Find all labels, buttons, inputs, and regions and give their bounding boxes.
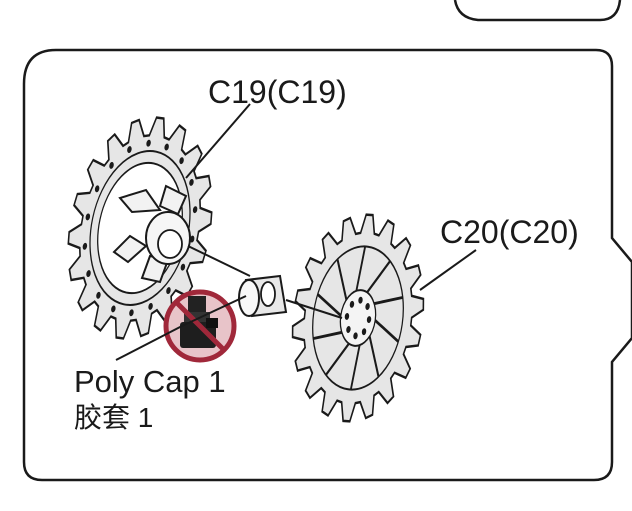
c19-bolt bbox=[85, 213, 91, 221]
c20-spoke bbox=[368, 335, 380, 378]
c19-spoke bbox=[158, 184, 188, 216]
poly-cap-leader-line bbox=[115, 325, 183, 361]
c20-wheel bbox=[291, 213, 425, 423]
c19-leader-line bbox=[185, 103, 251, 179]
poly-cap-label-cn: 胶套 1 bbox=[74, 402, 154, 433]
c19-bolt bbox=[166, 287, 171, 295]
poly-cap-leader-line bbox=[181, 295, 247, 327]
c19-bolt bbox=[146, 139, 151, 147]
c19-bolt bbox=[127, 146, 132, 154]
c19-bolt-ring bbox=[82, 139, 198, 317]
assembly-guide-line bbox=[285, 299, 343, 319]
c19-bolt bbox=[189, 235, 195, 243]
prohibited-sign-icon bbox=[163, 289, 237, 363]
c19-bolt bbox=[189, 178, 194, 186]
c19-bolt bbox=[164, 143, 169, 151]
c19-bolt bbox=[179, 157, 184, 165]
poly-cap-hole bbox=[260, 281, 276, 307]
c19-bolt bbox=[82, 242, 88, 250]
c20-spoke bbox=[366, 260, 391, 294]
c20-hub-hole bbox=[349, 300, 355, 308]
c20-spoke bbox=[317, 293, 342, 317]
c19-bolt bbox=[148, 302, 153, 310]
c19-spoke bbox=[112, 234, 148, 264]
c20-hub-hole bbox=[353, 332, 358, 340]
c19-bolt bbox=[180, 263, 186, 271]
c20-hub-hole bbox=[361, 328, 367, 336]
c20-hub-hole bbox=[366, 316, 372, 324]
c20-hub-hole bbox=[344, 312, 350, 320]
poly-cap-end bbox=[238, 279, 260, 317]
c20-hub-hole bbox=[358, 296, 363, 304]
c19-axle-hole bbox=[157, 229, 183, 259]
c19-bolt bbox=[96, 291, 101, 299]
assembly-guide-line bbox=[187, 245, 251, 277]
c19-bolt bbox=[94, 185, 100, 193]
c20-spoke bbox=[336, 258, 348, 301]
c20-spoke bbox=[355, 246, 367, 292]
c19-bolt bbox=[109, 161, 114, 169]
c20-leader-line bbox=[419, 249, 477, 291]
poly-cap-part bbox=[238, 274, 288, 318]
c20-spoke bbox=[374, 319, 399, 343]
c20-hub-hole bbox=[365, 303, 370, 310]
c20-rim-inner bbox=[312, 245, 404, 391]
c19-bolt bbox=[111, 305, 116, 313]
c20-label: C20(C20) bbox=[440, 214, 579, 250]
c20-spoke bbox=[374, 295, 403, 306]
c20-hub-hole bbox=[346, 326, 351, 333]
c19-bolt bbox=[129, 309, 134, 317]
c19-label: C19(C19) bbox=[208, 74, 347, 110]
c20-spoke bbox=[349, 344, 361, 390]
poly-cap-label: Poly Cap 1 bbox=[74, 364, 226, 399]
adjacent-panel-border bbox=[453, 0, 622, 22]
c20-spoke bbox=[325, 342, 350, 376]
c19-hub bbox=[112, 184, 191, 284]
c20-spoke bbox=[313, 330, 342, 341]
c20-spoke-set bbox=[313, 246, 403, 390]
c19-bolt bbox=[86, 270, 91, 278]
c19-spoke bbox=[118, 188, 162, 214]
c19-bolt bbox=[192, 206, 198, 214]
c20-hub-holes bbox=[344, 296, 372, 340]
